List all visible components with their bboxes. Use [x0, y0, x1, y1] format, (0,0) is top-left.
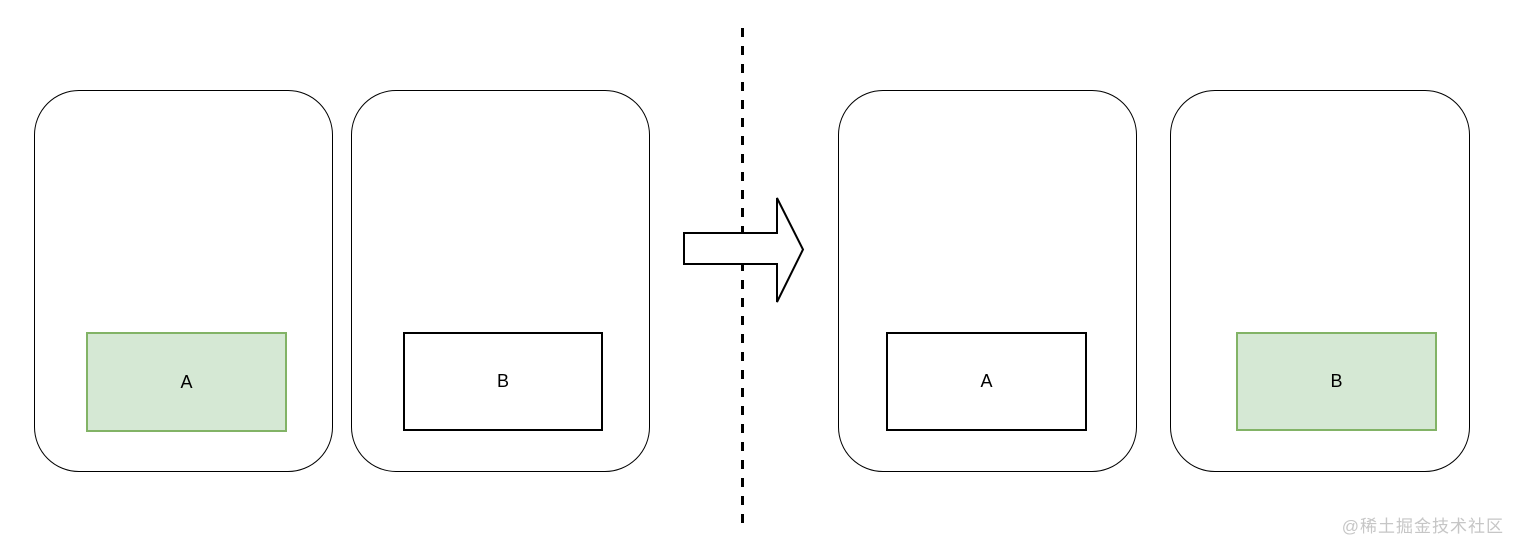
before-container-a: A [34, 90, 333, 472]
before-container-b: B [351, 90, 650, 472]
right-arrow-icon [683, 197, 805, 303]
after-box-b: B [1236, 332, 1437, 431]
watermark: @稀土掘金技术社区 [1341, 517, 1504, 536]
before-box-a: A [86, 332, 287, 432]
before-box-a-label: A [180, 371, 193, 392]
before-box-b: B [403, 332, 603, 431]
before-box-b-label: B [496, 371, 509, 391]
after-container-b: B [1170, 90, 1470, 472]
after-box-a: A [886, 332, 1087, 431]
after-box-b-label: B [1330, 371, 1343, 391]
after-container-a: A [838, 90, 1137, 472]
after-box-a-label: A [980, 371, 993, 391]
